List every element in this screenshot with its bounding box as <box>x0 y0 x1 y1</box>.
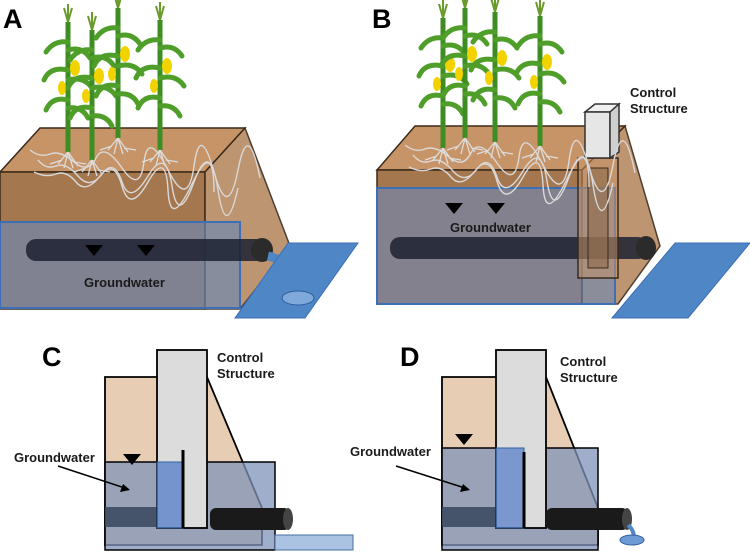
groundwater-arrow <box>57 465 129 490</box>
panel-d: Groundwater Control Structure D <box>350 342 645 551</box>
control-structure-riser-side <box>609 102 620 160</box>
groundwater-label: Groundwater <box>350 444 431 459</box>
control-structure-riser <box>584 111 611 159</box>
water-table-marker <box>123 454 141 465</box>
control-water-column <box>156 461 184 529</box>
control-structure-label-line2: Structure <box>217 366 275 381</box>
water-table-marker <box>455 434 473 445</box>
control-water-column <box>495 447 525 529</box>
panel-b: Groundwater Control Structure B <box>372 0 750 319</box>
water-table-marker <box>487 203 505 214</box>
panel-label-a: A <box>3 4 23 34</box>
discharge-surface <box>610 242 750 319</box>
control-structure-label-line2: Structure <box>630 101 688 116</box>
groundwater-label: Groundwater <box>14 450 95 465</box>
discharge-channel <box>274 534 354 551</box>
splash <box>619 534 645 546</box>
control-structure-board <box>587 167 609 269</box>
outlet-pipe <box>210 508 290 530</box>
arrow-head <box>120 484 130 492</box>
groundwater-label: Groundwater <box>84 275 165 290</box>
groundwater-zone <box>0 221 241 309</box>
panel-c: Groundwater Control Structure C <box>14 342 354 551</box>
control-structure-label-line1: Control <box>560 354 606 369</box>
soil-top-face <box>0 127 247 173</box>
panel-a: Groundwater A <box>0 0 359 319</box>
control-structure-label-line1: Control <box>630 85 676 100</box>
water-table-marker <box>85 245 103 256</box>
control-structure-label-line2: Structure <box>560 370 618 385</box>
outlet-pipe-end <box>283 508 293 530</box>
arrow-head <box>460 484 470 492</box>
groundwater-arrow <box>395 465 469 490</box>
groundwater-label: Groundwater <box>450 220 531 235</box>
pipe-outlet <box>251 238 273 262</box>
panel-label-b: B <box>372 4 392 34</box>
water-table-marker <box>445 203 463 214</box>
splash <box>281 290 315 306</box>
panel-label-d: D <box>400 342 420 372</box>
outlet-pipe <box>546 508 628 530</box>
water-table-marker <box>137 245 155 256</box>
panel-label-c: C <box>42 342 62 372</box>
pipe-outlet <box>636 236 656 260</box>
discharge-surface <box>234 242 359 319</box>
control-structure-label-line1: Control <box>217 350 263 365</box>
